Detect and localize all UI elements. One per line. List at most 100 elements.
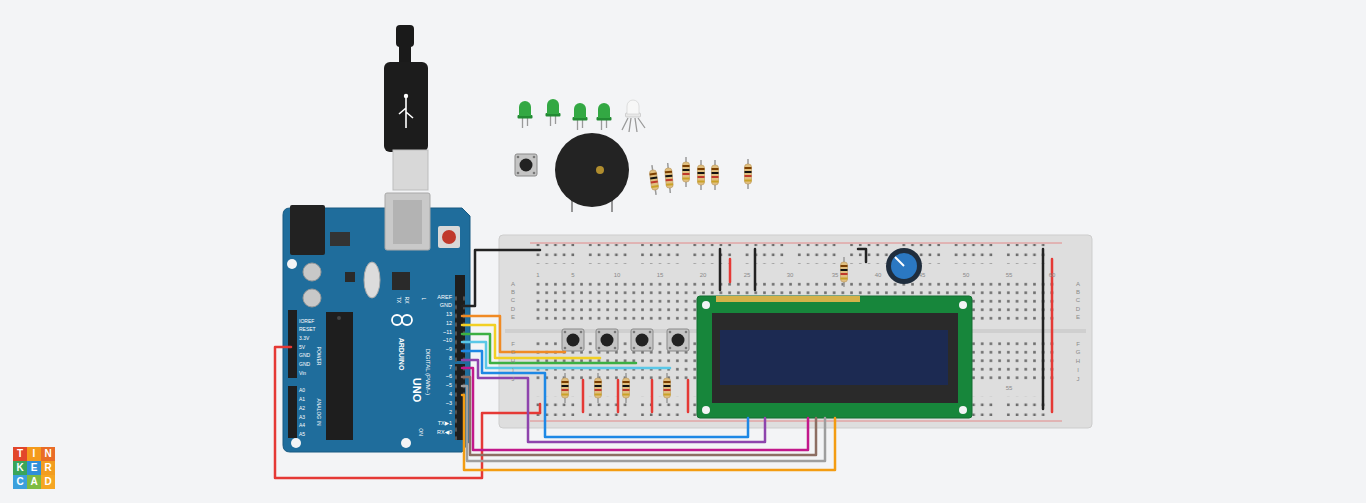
pin-label: 4 xyxy=(449,392,452,398)
potentiometer-indicator xyxy=(895,257,904,266)
row-letter: J xyxy=(512,376,515,382)
row-letter: C xyxy=(1076,297,1080,303)
led-dome xyxy=(627,100,639,114)
lcd-screen xyxy=(720,330,948,385)
pin-label: 5V xyxy=(299,345,305,350)
capacitor xyxy=(303,263,321,281)
analog-header xyxy=(288,386,297,438)
pin-label: GND xyxy=(440,303,452,309)
mounting-hole xyxy=(959,406,967,414)
resistor xyxy=(745,159,752,189)
resistor xyxy=(698,160,705,190)
pin-label: TX▶1 xyxy=(438,421,452,427)
wire xyxy=(462,334,636,363)
mounting-hole xyxy=(291,438,301,448)
logo-letter: T xyxy=(17,449,23,459)
power-header xyxy=(288,310,297,378)
power-rail-holes xyxy=(532,244,1056,264)
jumper-wire xyxy=(1051,259,1054,412)
logo-tile xyxy=(13,461,27,475)
resistor xyxy=(664,373,671,403)
pin-label: 13 xyxy=(446,312,452,318)
column-number: 20 xyxy=(700,272,707,278)
pin-label: ~3 xyxy=(446,401,452,407)
row-letter: I xyxy=(512,367,514,373)
board-model: UNO xyxy=(411,378,422,402)
jumper-wire xyxy=(719,249,722,290)
jumper-wire xyxy=(1042,249,1045,409)
mounting-hole xyxy=(959,301,967,309)
arduino-logo xyxy=(392,315,402,325)
pin-label: GND xyxy=(299,353,310,358)
pin-label: ~6 xyxy=(446,374,452,380)
arduino-logo xyxy=(402,315,412,325)
pin-label: A1 xyxy=(299,397,305,402)
lcd-board xyxy=(697,296,972,418)
usb-plug-housing xyxy=(384,62,428,152)
column-number: 45 xyxy=(919,272,926,278)
potentiometer-knob xyxy=(891,253,917,279)
logo-tile xyxy=(41,447,55,461)
column-number: 10 xyxy=(614,272,621,278)
resistor xyxy=(595,373,602,403)
row-letter: A xyxy=(1076,281,1080,287)
led-leg xyxy=(622,118,645,132)
row-letter: D xyxy=(511,306,515,312)
wire xyxy=(462,377,816,455)
logo-letter: E xyxy=(31,463,38,473)
jumper-wire xyxy=(617,380,620,412)
jumper-wire xyxy=(687,380,690,412)
usb-port-inner xyxy=(393,200,422,244)
logo-tile xyxy=(13,447,27,461)
pin-label: AREF xyxy=(437,295,452,301)
pushbutton xyxy=(515,154,537,176)
column-number: 30 xyxy=(787,272,794,278)
row-letter: D xyxy=(1076,306,1080,312)
dc-jack xyxy=(290,205,325,255)
pin-label: ~11 xyxy=(443,330,452,336)
led-label: ON xyxy=(418,428,423,436)
pin-label: A2 xyxy=(299,406,305,411)
pushbutton xyxy=(631,329,653,351)
green-led xyxy=(573,103,588,130)
jumper-wire xyxy=(651,380,654,412)
mounting-hole xyxy=(702,301,710,309)
buzzer-hole xyxy=(596,166,604,174)
rail-stripe xyxy=(530,243,1062,244)
row-letter: H xyxy=(1076,358,1080,364)
pin-label: A5 xyxy=(299,432,305,437)
logo-letter: D xyxy=(44,477,51,487)
pushbutton xyxy=(596,329,618,351)
capacitor xyxy=(303,289,321,307)
pushbutton xyxy=(667,329,689,351)
resistor xyxy=(664,163,674,193)
jumper-wire xyxy=(582,380,585,412)
logo-letter: N xyxy=(44,449,51,459)
resistor xyxy=(623,373,630,403)
logo-tile xyxy=(27,447,41,461)
column-number: 60 xyxy=(1049,272,1056,278)
row-letter: G xyxy=(511,349,516,355)
resistor xyxy=(683,157,690,187)
wire xyxy=(275,347,540,478)
pin-label: A3 xyxy=(299,415,305,420)
pin-label: RX◀0 xyxy=(437,430,452,436)
wire xyxy=(462,360,765,442)
pin-label: A4 xyxy=(299,423,305,428)
row-letter: E xyxy=(511,314,515,320)
led-label: RX xyxy=(404,297,409,304)
reset-button-base xyxy=(438,226,460,248)
pin-label: 2 xyxy=(449,410,452,416)
row-letter: F xyxy=(511,341,515,347)
pin-label: ~10 xyxy=(443,338,452,344)
row-letter: C xyxy=(511,297,515,303)
usb-port xyxy=(385,193,430,250)
usb-plug-ferrule xyxy=(393,150,428,190)
pin-label: ~5 xyxy=(446,383,452,389)
column-number: 40 xyxy=(875,272,882,278)
green-led xyxy=(546,99,561,126)
row-letter: A xyxy=(511,281,515,287)
lcd-pins xyxy=(716,296,860,302)
